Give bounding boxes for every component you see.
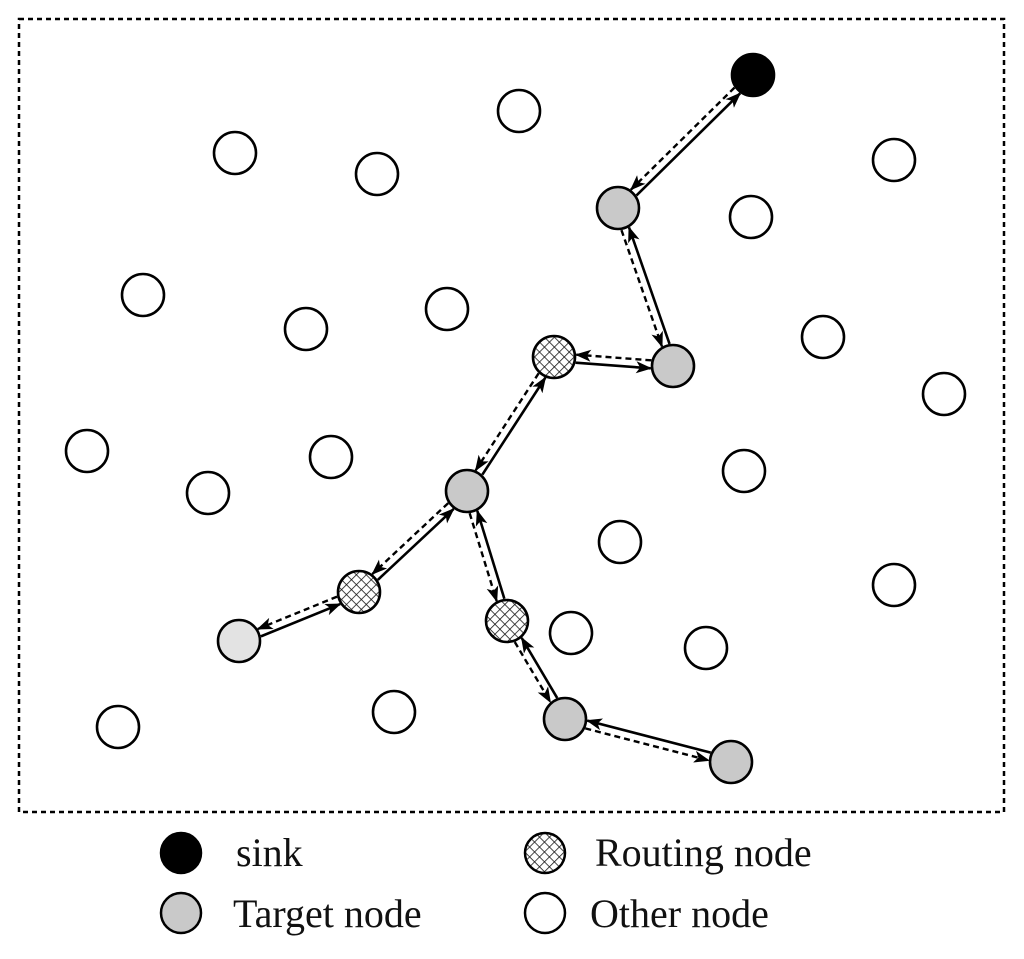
other-node-o9 xyxy=(800,314,846,360)
other-node-o4 xyxy=(871,137,917,183)
other-node-o11 xyxy=(64,428,110,474)
sink-node-sink xyxy=(730,52,776,98)
target-node-t2 xyxy=(650,343,696,389)
link-t5-r3 xyxy=(513,636,559,704)
legend: sink Routing node Target node Other node xyxy=(159,830,812,936)
routing-node-r2 xyxy=(336,569,382,615)
routing-node-r1 xyxy=(531,334,577,380)
other-node-o12 xyxy=(308,434,354,480)
legend-other-icon xyxy=(523,891,567,935)
link-solid-arrow xyxy=(376,507,455,581)
legend-sink-label: sink xyxy=(236,830,303,875)
other-node-o1 xyxy=(212,130,258,176)
target-node-t6 xyxy=(708,739,754,785)
field-boundary xyxy=(17,17,1006,814)
other-node-o2 xyxy=(354,151,400,197)
other-node-o15 xyxy=(597,519,643,565)
other-node-o10 xyxy=(921,371,967,417)
link-t4-r2 xyxy=(256,595,342,638)
link-r3-t3 xyxy=(468,509,506,603)
other-node-o17 xyxy=(548,610,594,656)
other-node-o5 xyxy=(728,194,774,240)
target-node-t3 xyxy=(444,468,490,514)
legend-target-icon xyxy=(159,891,203,935)
link-dashed-arrow xyxy=(574,349,652,362)
link-dashed-arrow xyxy=(256,595,338,631)
link-r2-t3 xyxy=(371,502,455,581)
nodes-layer xyxy=(64,52,967,785)
link-t3-r1 xyxy=(474,372,547,476)
link-dashed-arrow xyxy=(371,502,450,575)
other-node-o16 xyxy=(871,562,917,608)
links-layer xyxy=(256,86,742,763)
link-solid-arrow xyxy=(635,92,742,197)
link-solid-arrow xyxy=(481,376,547,476)
link-solid-arrow xyxy=(260,602,342,638)
link-t2-t1 xyxy=(620,226,671,348)
legend-target-label: Target node xyxy=(233,891,422,936)
link-solid-arrow xyxy=(586,718,712,754)
target-light-node-t4 xyxy=(216,618,262,664)
routing-node-r3 xyxy=(484,598,530,644)
other-node-o14 xyxy=(721,448,767,494)
link-dashed-arrow xyxy=(468,512,499,603)
link-dashed-arrow xyxy=(620,229,664,348)
legend-routing-icon xyxy=(523,831,567,875)
link-solid-arrow xyxy=(575,361,653,374)
link-solid-arrow xyxy=(627,226,671,345)
legend-routing-label: Routing node xyxy=(595,830,812,875)
link-dashed-arrow xyxy=(629,86,736,191)
link-r1-t2 xyxy=(574,349,653,374)
link-dashed-arrow xyxy=(474,372,540,472)
link-t1-sink xyxy=(629,86,742,197)
other-node-o8 xyxy=(424,286,470,332)
link-solid-arrow xyxy=(520,636,559,699)
other-node-o19 xyxy=(95,704,141,750)
other-node-o6 xyxy=(120,272,166,318)
other-node-o3 xyxy=(496,88,542,134)
legend-sink-icon xyxy=(159,831,203,875)
target-node-t1 xyxy=(595,185,641,231)
link-dashed-arrow xyxy=(584,727,710,763)
target-node-t5 xyxy=(542,696,588,742)
link-t6-t5 xyxy=(584,718,712,763)
legend-other-label: Other node xyxy=(590,891,769,936)
other-node-o13 xyxy=(185,470,231,516)
link-dashed-arrow xyxy=(513,641,552,704)
other-node-o20 xyxy=(371,689,417,735)
other-node-o18 xyxy=(683,625,729,671)
other-node-o7 xyxy=(283,306,329,352)
link-solid-arrow xyxy=(475,509,506,600)
